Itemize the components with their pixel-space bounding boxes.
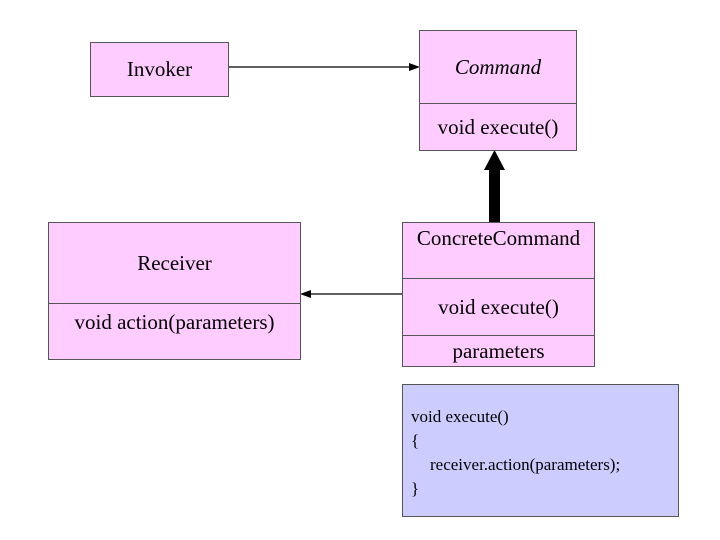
invoker-class-name: Invoker bbox=[126, 57, 193, 81]
code-line-close-brace: } bbox=[411, 479, 420, 498]
code-line-open-brace: { bbox=[411, 431, 420, 450]
command-method: void execute() bbox=[420, 103, 576, 151]
concrete-command-attribute: parameters bbox=[403, 335, 594, 367]
receiver-class-box: Receiver void action(parameters) bbox=[48, 222, 301, 360]
inheritance-arrow bbox=[484, 150, 505, 222]
receiver-class-name: Receiver bbox=[137, 250, 212, 275]
receiver-method: void action(parameters) bbox=[49, 303, 300, 341]
command-class-name: Command bbox=[454, 54, 542, 79]
code-line-body: receiver.action(parameters); bbox=[430, 455, 621, 474]
invoker-to-command-arrow bbox=[229, 63, 420, 71]
code-line-signature: void execute() bbox=[411, 407, 509, 426]
concrete-command-method: void execute() bbox=[403, 278, 594, 335]
code-note: void execute() { receiver.action(paramet… bbox=[402, 384, 679, 517]
concrete-to-receiver-arrow bbox=[300, 290, 402, 298]
invoker-class-box: Invoker bbox=[90, 42, 229, 97]
command-class-box: Command void execute() bbox=[419, 30, 577, 151]
concrete-command-class-name: ConcreteCommand bbox=[416, 226, 581, 250]
concrete-command-class-box: ConcreteCommand void execute() parameter… bbox=[402, 222, 595, 367]
